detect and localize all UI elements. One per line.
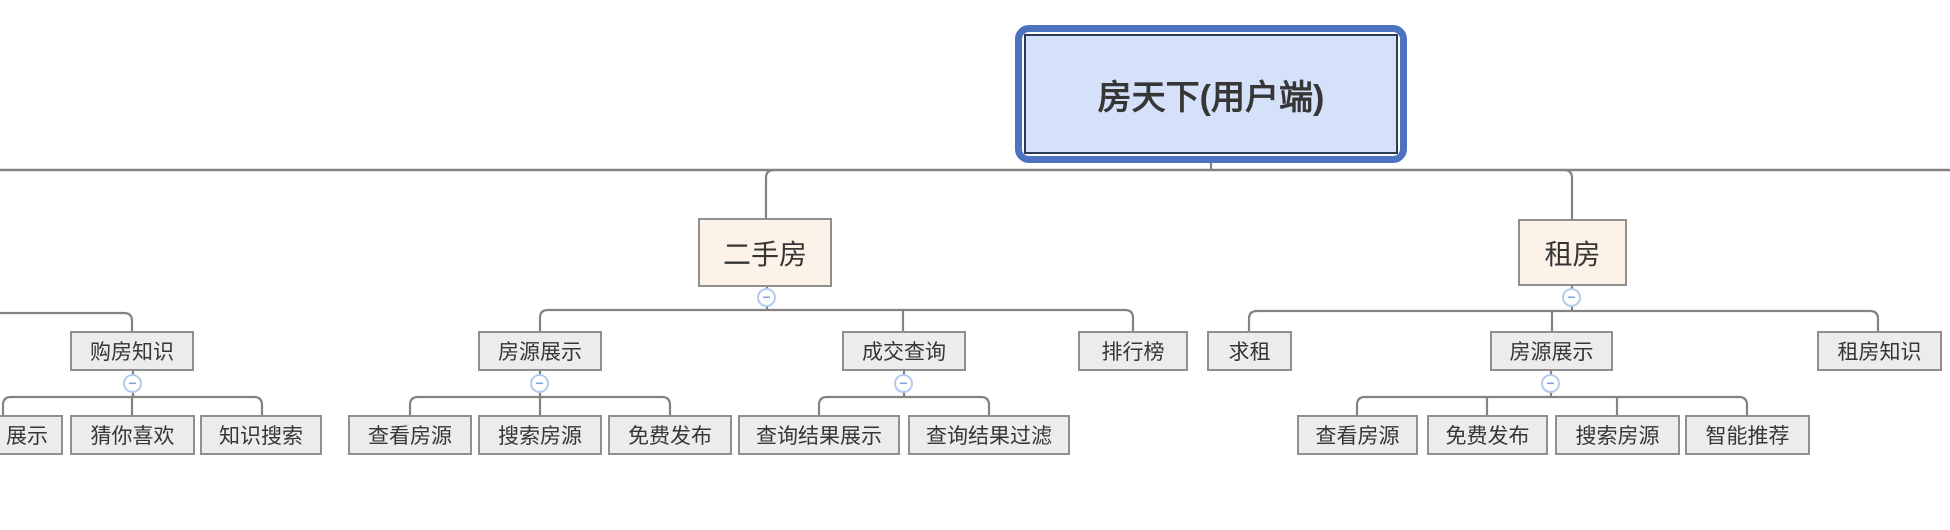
collapse-icon-ershoufang[interactable]: − bbox=[757, 288, 776, 307]
collapse-icon-fangyuanzhanshi-right[interactable]: − bbox=[1541, 374, 1560, 393]
node-qiuzu[interactable]: 求租 bbox=[1207, 331, 1292, 371]
node-goufangzhishi[interactable]: 购房知识 bbox=[70, 331, 194, 371]
edge-chengjiaochaxun-children bbox=[817, 395, 991, 415]
node-zhishisousuo[interactable]: 知识搜索 bbox=[200, 415, 322, 455]
node-chaxunjieguozhanshi[interactable]: 查询结果展示 bbox=[738, 415, 900, 455]
edge-zufang-children bbox=[1247, 309, 1880, 331]
node-zufangzhishi[interactable]: 租房知识 bbox=[1817, 331, 1942, 371]
edge-ershoufang-children bbox=[538, 308, 1135, 331]
root-node[interactable]: 房天下(用户端) bbox=[1015, 25, 1407, 163]
edge-fangyuanzhanshi-right-children bbox=[1355, 395, 1749, 415]
edge-fangyuanzhanshi-left-children bbox=[408, 395, 672, 415]
node-zhanshi-partial[interactable]: 展示 bbox=[0, 415, 63, 455]
node-fangyuanzhanshi-left[interactable]: 房源展示 bbox=[478, 331, 602, 371]
node-sousuofangyuan-right[interactable]: 搜索房源 bbox=[1555, 415, 1680, 455]
node-chengjiaochaxun[interactable]: 成交查询 bbox=[842, 331, 966, 371]
node-chakanfangyuan-right[interactable]: 查看房源 bbox=[1297, 415, 1418, 455]
edge-feeder-goufangzhishi bbox=[0, 311, 134, 331]
node-fangyuanzhanshi-right[interactable]: 房源展示 bbox=[1490, 331, 1613, 371]
node-chaxunjieguoguolv[interactable]: 查询结果过滤 bbox=[908, 415, 1070, 455]
collapse-icon-fangyuanzhanshi-left[interactable]: − bbox=[530, 374, 549, 393]
node-mianfeifabu-left[interactable]: 免费发布 bbox=[608, 415, 732, 455]
collapse-icon-zufang[interactable]: − bbox=[1562, 288, 1581, 307]
node-ershoufang[interactable]: 二手房 bbox=[698, 218, 832, 287]
node-chakanfangyuan-left[interactable]: 查看房源 bbox=[348, 415, 472, 455]
edge-to-ershoufang bbox=[764, 168, 775, 218]
node-sousuofangyuan-left[interactable]: 搜索房源 bbox=[478, 415, 602, 455]
node-paihangbang[interactable]: 排行榜 bbox=[1078, 331, 1188, 371]
node-zufang[interactable]: 租房 bbox=[1518, 219, 1627, 286]
collapse-icon-goufangzhishi[interactable]: − bbox=[123, 374, 142, 393]
node-mianfeifabu-right[interactable]: 免费发布 bbox=[1427, 415, 1548, 455]
node-zhinengtuijian[interactable]: 智能推荐 bbox=[1685, 415, 1810, 455]
collapse-icon-chengjiaochaxun[interactable]: − bbox=[894, 374, 913, 393]
edge-goufangzhishi-children bbox=[1, 395, 264, 415]
edge-to-zufang bbox=[1563, 168, 1574, 219]
node-cainixihuan[interactable]: 猜你喜欢 bbox=[70, 415, 195, 455]
root-node-label: 房天下(用户端) bbox=[1024, 34, 1398, 154]
